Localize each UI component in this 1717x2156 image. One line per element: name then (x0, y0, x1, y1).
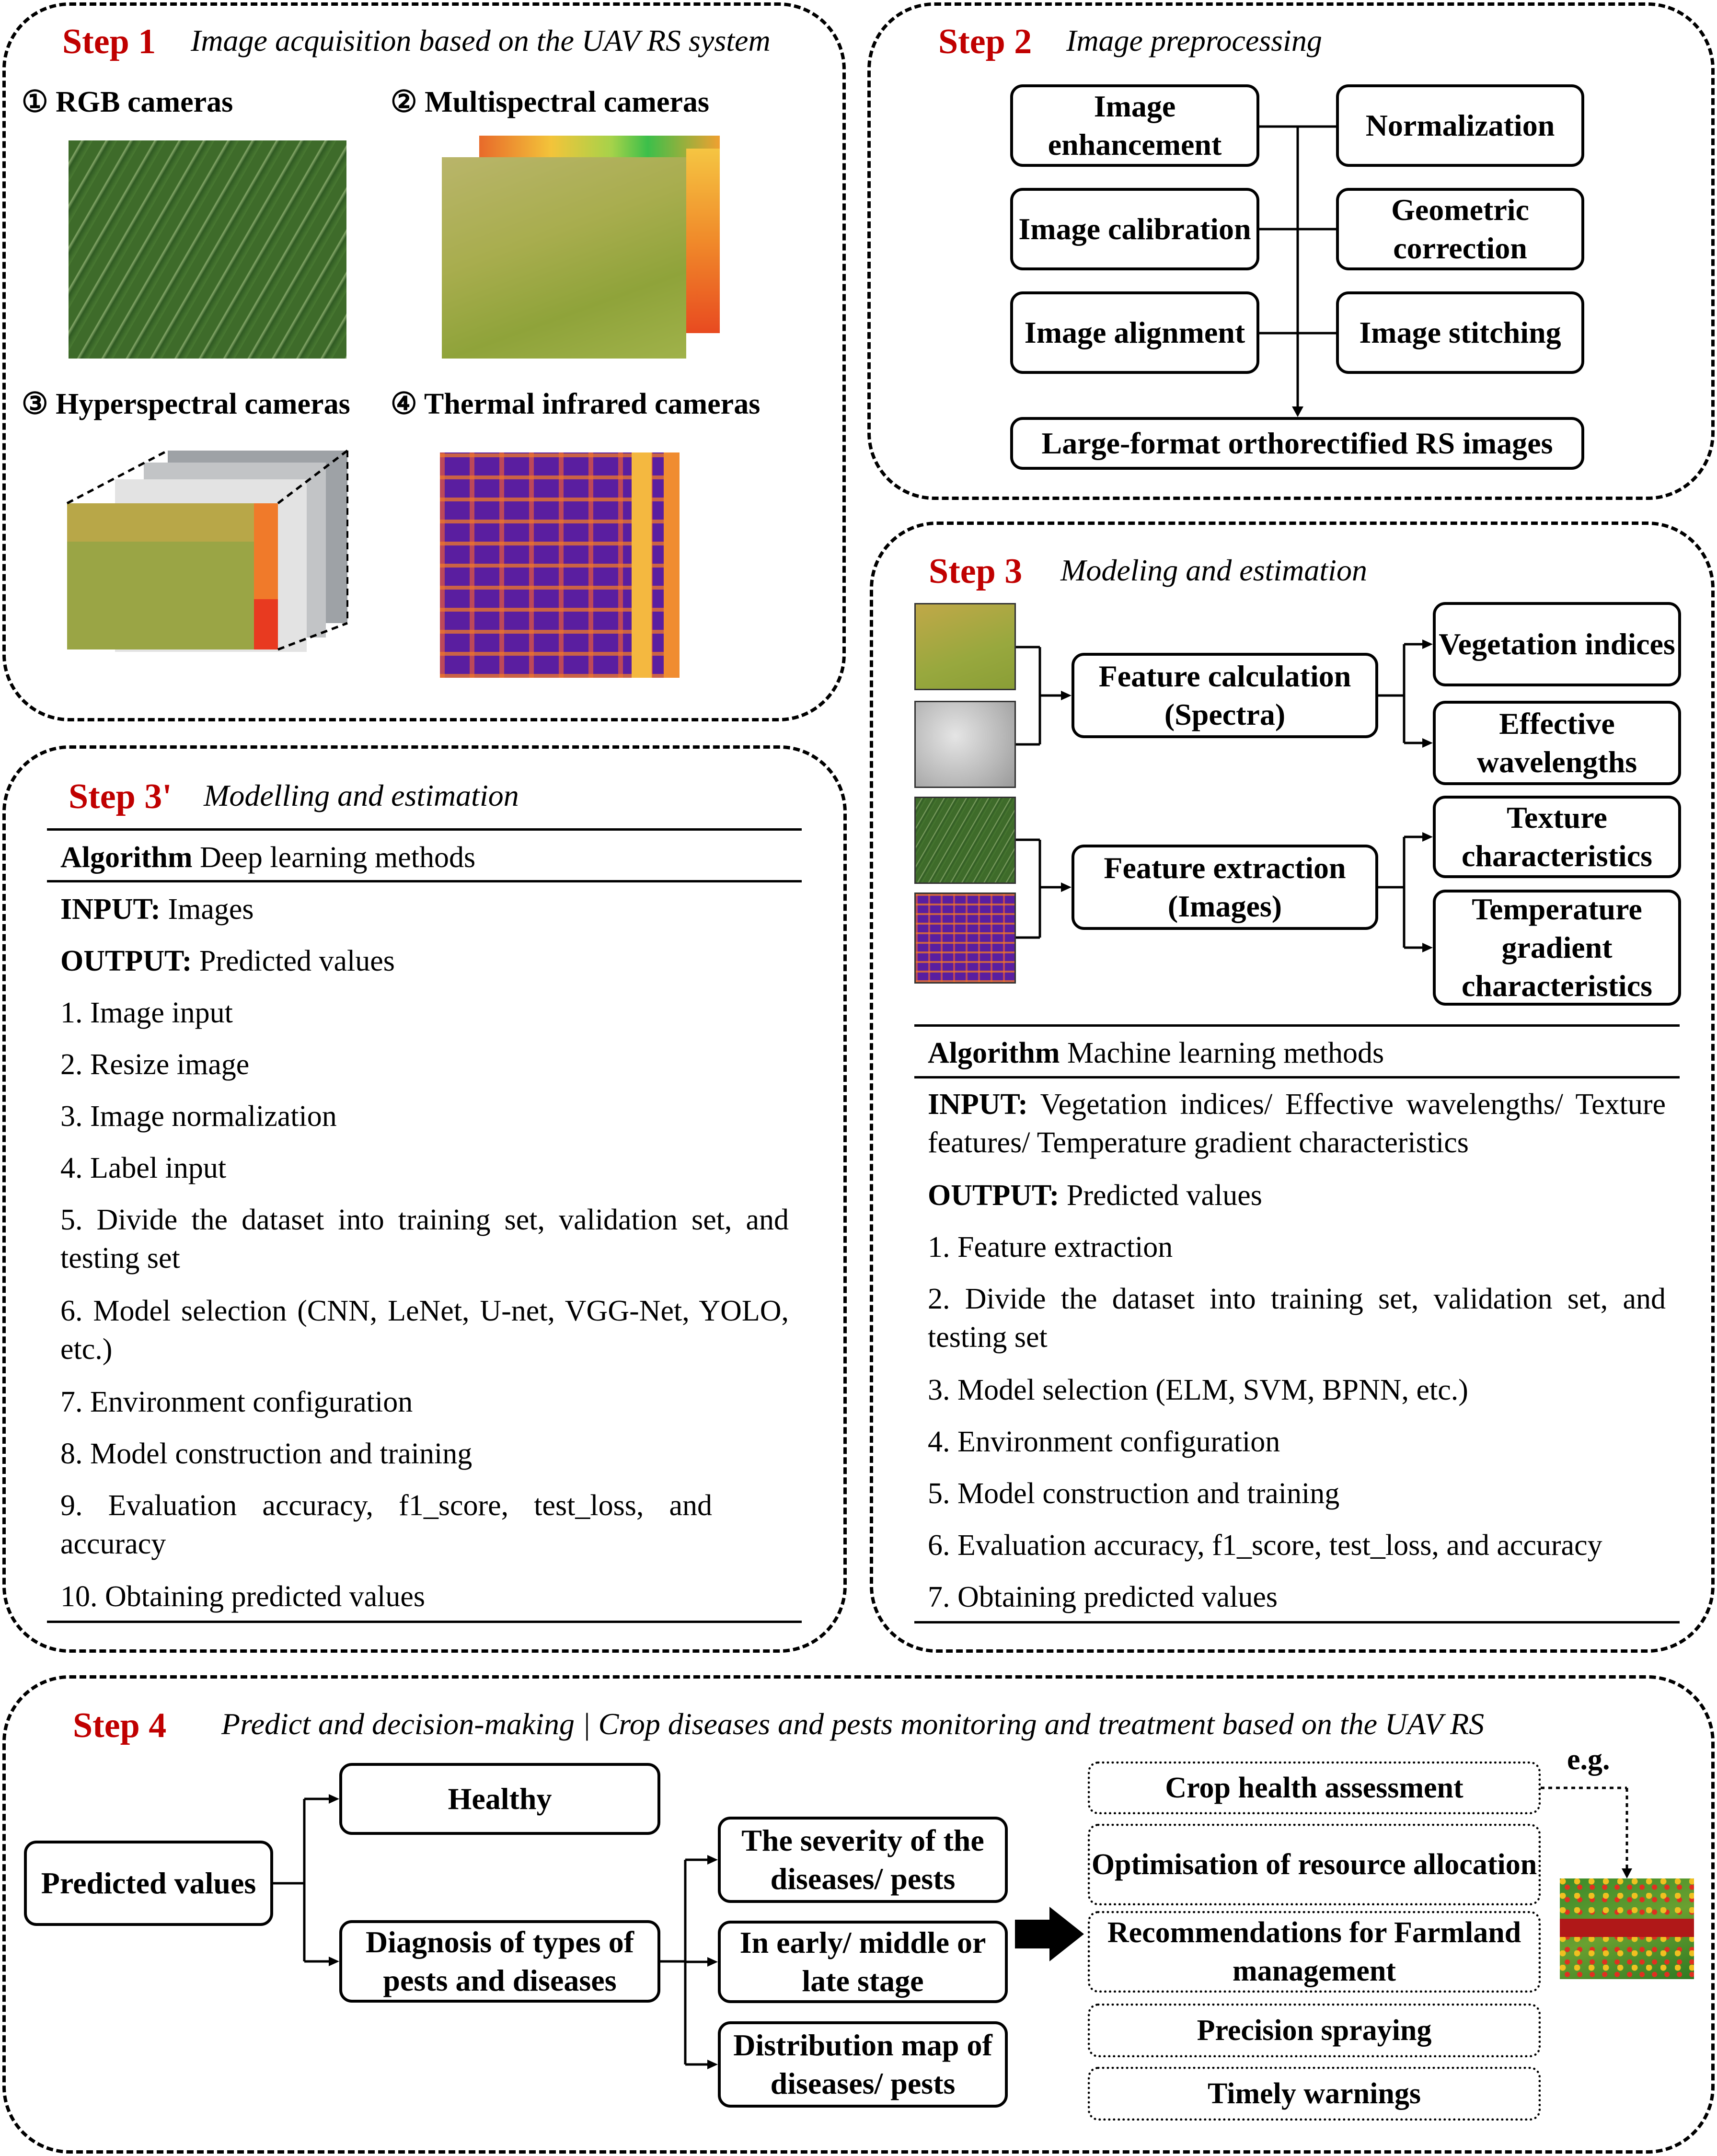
step3p-label: Step 3' (69, 777, 172, 816)
disease-map-image (1560, 1878, 1694, 1979)
dl-step: 4. Label input (60, 1152, 227, 1184)
dl-step: 2. Resize image (60, 1048, 250, 1081)
step4-title: Predict and decision-making | Crop disea… (221, 1707, 1485, 1741)
dl-algorithm-mid-rule (47, 880, 802, 882)
distribution-map-box: Distribution map of diseases/ pests (718, 2021, 1008, 2108)
step1-panel (2, 2, 846, 721)
dl-step: 5. Divide the dataset into training set,… (60, 1204, 789, 1275)
precision-spraying-box: Precision spraying (1088, 2004, 1541, 2057)
ml-step: 7. Obtaining predicted values (928, 1581, 1278, 1613)
multispectral-side-strip (686, 149, 720, 333)
dl-input: INPUT: Images (60, 893, 254, 926)
step2-title: Image preprocessing (1066, 23, 1322, 58)
image-enhancement-box: Image enhancement (1010, 84, 1259, 167)
ml-step: 6. Evaluation accuracy, f1_score, test_l… (928, 1529, 1602, 1562)
step1-label: Step 1 (62, 22, 156, 61)
multispectral-field-image (442, 157, 686, 359)
step3p-panel (2, 745, 847, 1653)
ml-algorithm-header: Algorithm Machine learning methods (928, 1037, 1384, 1069)
hyperspectral-cube-image (66, 449, 348, 652)
dl-output: OUTPUT: Predicted values (60, 945, 395, 977)
dl-step: 8. Model construction and training (60, 1437, 472, 1470)
ml-step: 1. Feature extraction (928, 1231, 1173, 1263)
feature-calculation-box: Feature calculation(Spectra) (1072, 653, 1378, 738)
ml-step: 5. Model construction and training (928, 1477, 1340, 1510)
texture-characteristics-box: Texture characteristics (1433, 796, 1681, 878)
stage-box: In early/ middle or late stage (718, 1921, 1008, 2003)
effective-wavelengths-box: Effective wavelengths (1433, 701, 1681, 785)
dl-algorithm-bottom-rule (47, 1621, 802, 1623)
healthy-box: Healthy (339, 1763, 660, 1835)
ml-algorithm-bottom-rule (914, 1621, 1680, 1623)
geometric-correction-box: Geometric correction (1336, 188, 1584, 270)
camera-multispectral-label: ② Multispectral cameras (391, 86, 710, 118)
spectra-thumb-hyperspectral (914, 701, 1016, 788)
image-stitching-box: Image stitching (1336, 291, 1584, 374)
crop-health-assessment-box: Crop health assessment (1088, 1762, 1541, 1814)
ml-algorithm-top-rule (914, 1024, 1680, 1027)
ml-algorithm-mid-rule (914, 1076, 1680, 1078)
thermal-right-strip (664, 452, 680, 678)
camera-thermal-label: ④ Thermal infrared cameras (391, 388, 761, 420)
image-calibration-box: Image calibration (1010, 188, 1259, 270)
dl-algorithm-header: Algorithm Deep learning methods (60, 841, 476, 874)
spectra-thumb-multispectral (914, 603, 1016, 690)
eg-label: e.g. (1567, 1743, 1610, 1776)
orthorectified-output-box: Large-format orthorectified RS images (1010, 417, 1584, 470)
dl-step: 6. Model selection (CNN, LeNet, U-net, V… (60, 1295, 789, 1366)
step3-title: Modeling and estimation (1060, 553, 1367, 587)
normalization-box: Normalization (1336, 84, 1584, 167)
feature-extraction-box: Feature extraction(Images) (1072, 845, 1378, 930)
dl-step: 10. Obtaining predicted values (60, 1580, 426, 1613)
ml-step: 2. Divide the dataset into training set,… (928, 1283, 1666, 1354)
step2-label: Step 2 (938, 22, 1032, 61)
ml-step: 4. Environment configuration (928, 1426, 1280, 1458)
dl-step: 9. Evaluation accuracy, f1_score, test_l… (60, 1489, 712, 1560)
timely-warnings-box: Timely warnings (1088, 2067, 1541, 2121)
big-right-arrow (1015, 1907, 1084, 1961)
dl-step: 7. Environment configuration (60, 1386, 413, 1418)
step3-panel (870, 522, 1715, 1653)
dl-step: 3. Image normalization (60, 1100, 337, 1133)
image-thumb-rgb (914, 797, 1016, 884)
step4-panel (2, 1675, 1715, 2154)
step1-title: Image acquisition based on the UAV RS sy… (191, 23, 771, 58)
step3-label: Step 3 (929, 552, 1023, 591)
step2-panel (867, 2, 1715, 500)
dl-algorithm-top-rule (47, 828, 802, 831)
vegetation-indices-box: Vegetation indices (1433, 602, 1681, 686)
ml-step: 3. Model selection (ELM, SVM, BPNN, etc.… (928, 1374, 1468, 1406)
camera-rgb-label: ① RGB cameras (22, 86, 233, 118)
dl-step: 1. Image input (60, 997, 233, 1029)
severity-box: The severity of the diseases/ pests (718, 1817, 1008, 1903)
ml-output: OUTPUT: Predicted values (928, 1179, 1262, 1212)
farmland-management-box: Recommendations for Farmland management (1088, 1911, 1541, 1993)
image-alignment-box: Image alignment (1010, 291, 1259, 374)
predicted-values-box: Predicted values (24, 1841, 273, 1926)
step3p-title: Modelling and estimation (204, 778, 519, 812)
rgb-field-image (69, 140, 346, 359)
image-thumb-thermal (914, 893, 1016, 984)
camera-hyperspectral-label: ③ Hyperspectral cameras (22, 388, 350, 420)
diagnosis-box: Diagnosis of types of pests and diseases (339, 1920, 660, 2003)
ml-input: INPUT: Vegetation indices/ Effective wav… (928, 1088, 1666, 1159)
thermal-road-strip (632, 452, 652, 678)
resource-allocation-box: Optimisation of resource allocation (1088, 1824, 1541, 1905)
temperature-gradient-box: Temperature gradient characteristics (1433, 890, 1681, 1006)
step4-label: Step 4 (73, 1706, 167, 1745)
